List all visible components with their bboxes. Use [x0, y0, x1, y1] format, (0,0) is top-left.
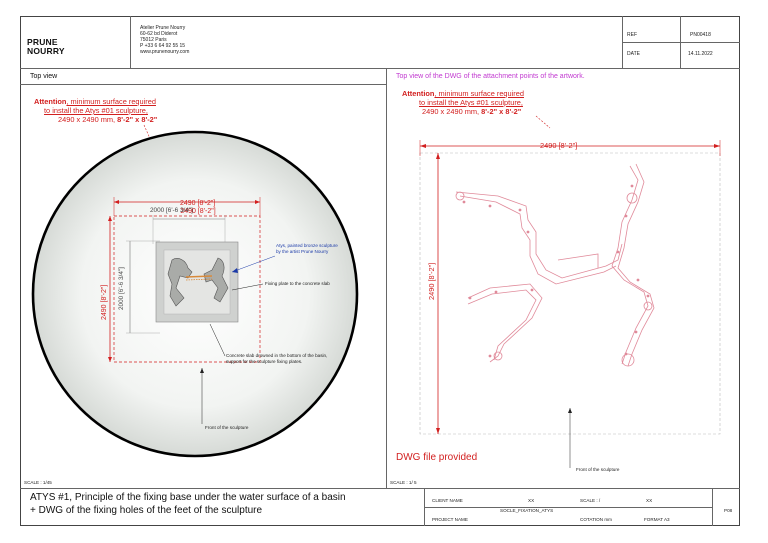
- sheet-frame: [20, 16, 740, 526]
- dim-outer-h: 2490 [8'-2"]: [180, 208, 215, 215]
- right-dim-v-label: 2490 [8'-2"]: [427, 262, 436, 300]
- right-dim-h-label: 2490 [8'-2"]: [540, 141, 578, 150]
- left-dim-outer-h-label: 2490 [8'-2"]: [180, 200, 216, 207]
- dwg-extent-box: [419, 152, 721, 435]
- project-name-value: SOCLE_FIXATION_ATYS: [500, 508, 554, 513]
- address-line: Atelier Prune Nourry: [140, 25, 186, 31]
- date-label: DATE: [627, 51, 640, 57]
- left-warning-line3: 2490 x 2490 mm, 8'-2" x 8'-2": [58, 115, 158, 124]
- brand-name-line2: NOURRY: [27, 46, 65, 56]
- brand-name-line1: PRUNE: [27, 37, 58, 47]
- date-value: 14.11.2022: [688, 51, 713, 57]
- sculpture-right-part: [203, 257, 229, 303]
- right-panel-title: Top view of the DWG of the attachment po…: [396, 73, 585, 80]
- page-number: P08: [724, 508, 733, 513]
- left-warning-line2: to install the Atys #01 sculpture,: [44, 106, 148, 115]
- client-name-label: CLIENT NAME: [432, 498, 463, 503]
- left-dim-outer-v-label: 2490 [8'-2"]: [101, 284, 108, 320]
- left-title-rule: [20, 84, 386, 85]
- cotation-label: COTATION mm: [580, 517, 612, 522]
- project-name-label: PROJECT NAME: [432, 517, 468, 522]
- callout-front-right: Front of the sculpture: [576, 467, 620, 472]
- format-label: FORMAT A3: [644, 517, 670, 522]
- client-name-value: XX: [528, 498, 535, 503]
- address-line[interactable]: www.prunenourry.com: [140, 49, 190, 55]
- callout-front-left: Front of the sculpture: [205, 425, 249, 430]
- ref-label: REF: [627, 32, 637, 38]
- footer-top-rule: [20, 488, 740, 489]
- callout-plate: Fixing plate to the concrete slab: [265, 281, 330, 286]
- left-dim-inner-v-label: 2000 [6'-6 3/4"]: [118, 267, 125, 310]
- callout-slab-line2: support for the sculpture fixing plates.: [226, 359, 303, 364]
- dwg-drawing: [419, 115, 721, 468]
- address-line: P +33 6 64 92 55 15: [140, 43, 186, 49]
- panel-divider: [386, 68, 387, 488]
- right-warning-line3: 2490 x 2490 mm, 8'-2" x 8'-2": [422, 107, 522, 116]
- dwg-sculpture-outline: [455, 163, 655, 367]
- callout-atys-line1: Atys, painted bronze sculpture: [276, 243, 338, 248]
- footer-scale-value: XX: [646, 498, 653, 503]
- top-view-drawing: 2490 [8'-2"] 2000 [6'-6 3/4"]: [31, 124, 359, 458]
- address-line: 60-62 bd Diderot: [140, 31, 178, 37]
- callout-slab-line1: Concrete slab drowned in the bottom of t…: [226, 353, 328, 358]
- right-scale: SCALE : 1/ 5: [390, 480, 417, 485]
- right-warning-line1: Attention, minimum surface required: [402, 89, 524, 98]
- header-bottom-rule: [20, 68, 740, 69]
- caption-line2: + DWG of the fixing holes of the feet of…: [30, 505, 263, 516]
- header-divider: [130, 16, 131, 68]
- footer-scale-label: SCALE : /: [580, 498, 601, 503]
- caption-line1: ATYS #1, Principle of the fixing base un…: [30, 492, 346, 503]
- ref-value: PN00418: [690, 32, 711, 38]
- callout-atys-line2: by the artist Prune Nourry: [276, 249, 329, 254]
- left-scale: SCALE : 1/45: [24, 480, 52, 485]
- right-warning-line2: to install the Atys #01 sculpture,: [419, 98, 523, 107]
- left-warning-line1: Attention, minimum surface required: [34, 97, 156, 106]
- min-surface-box: [113, 215, 261, 363]
- address-line: 75012 Paris: [140, 37, 167, 43]
- left-dim-inner-h-label: 2000 [6'-6 3/4"]: [150, 207, 193, 214]
- sculpture-left-part: [167, 258, 193, 307]
- left-panel-title: Top view: [30, 73, 58, 80]
- footer-divider: [712, 488, 713, 526]
- footer-divider: [424, 507, 712, 508]
- ref-divider: [622, 42, 740, 43]
- dwg-file-provided: DWG file provided: [396, 452, 478, 463]
